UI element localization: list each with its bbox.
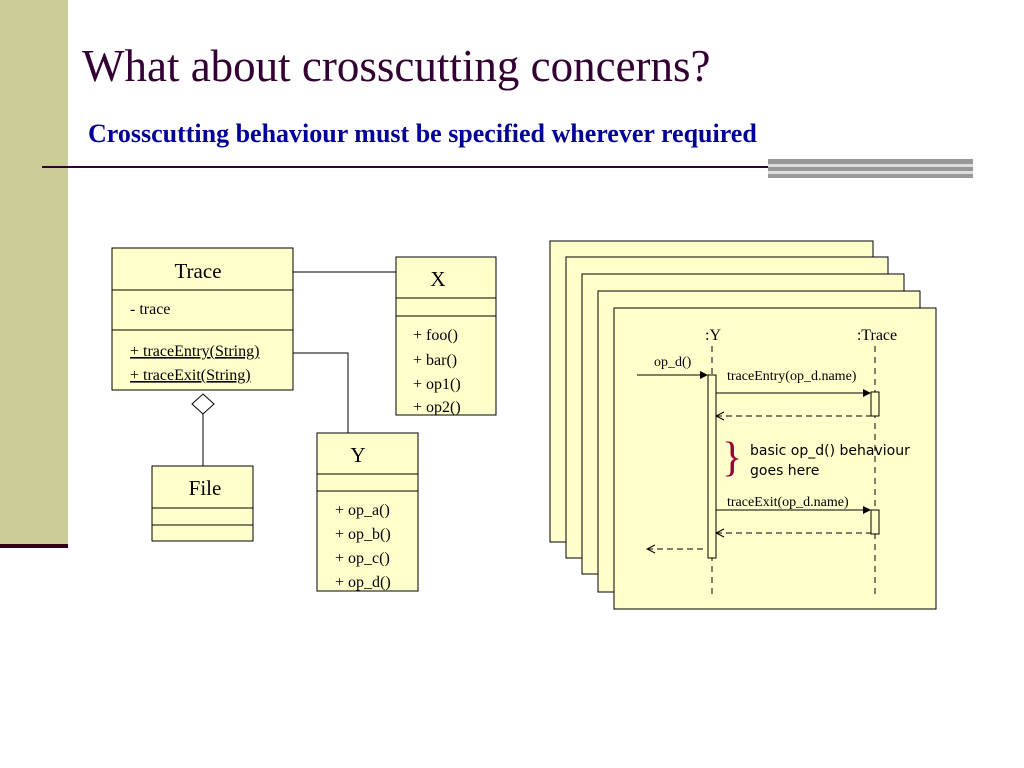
class-y-operation: + op_a() — [335, 502, 390, 519]
class-y-operation: + op_c() — [335, 550, 390, 567]
class-y: Y + op_a() + op_b() + op_c() + op_d() — [316, 432, 419, 592]
slide-subtitle: Crosscutting behaviour must be specified… — [88, 119, 757, 148]
slide-title: What about crosscutting concerns? — [82, 41, 711, 91]
lifeline-trace-label: :Trace — [857, 327, 897, 344]
activation-y — [707, 374, 717, 559]
incoming-call-label: op_d() — [654, 355, 692, 370]
class-trace: Trace - trace + traceEntry(String) + tra… — [111, 247, 294, 391]
class-file: File — [151, 465, 254, 542]
activation-trace-entry — [870, 391, 880, 417]
class-trace-operation: + traceExit(String) — [130, 367, 251, 384]
sequence-diagram: :Y :Trace op_d() traceEntry(op_d.name) }… — [637, 327, 910, 595]
class-diagram: Trace - trace + traceEntry(String) + tra… — [111, 247, 497, 592]
activation-trace-exit — [870, 509, 880, 535]
title-divider — [42, 166, 772, 168]
class-x-name: X — [430, 267, 445, 291]
class-y-operation: + op_d() — [335, 574, 391, 591]
class-x-operation: + op1() — [413, 376, 461, 393]
class-x-operation: + bar() — [413, 352, 457, 369]
sidebar-decoration — [0, 0, 68, 546]
title-divider-bar — [768, 159, 973, 178]
behaviour-note-line: goes here — [750, 463, 819, 479]
class-y-name: Y — [350, 443, 365, 467]
trace-entry-label: traceEntry(op_d.name) — [727, 369, 857, 384]
class-x-operation: + foo() — [413, 327, 458, 344]
class-x-operation: + op2() — [413, 399, 461, 416]
lifeline-y-label: :Y — [705, 327, 721, 344]
class-file-name: File — [189, 476, 222, 500]
class-trace-operation: + traceEntry(String) — [130, 343, 259, 360]
behaviour-note-line: basic op_d() behaviour — [750, 443, 910, 459]
sidebar-rule — [0, 544, 68, 548]
trace-exit-label: traceExit(op_d.name) — [727, 495, 849, 510]
aggregation-diamond-icon — [191, 393, 215, 415]
class-trace-name: Trace — [174, 259, 221, 283]
class-y-operation: + op_b() — [335, 526, 391, 543]
class-trace-attribute: - trace — [130, 301, 170, 318]
class-x: X + foo() + bar() + op1() + op2() — [395, 256, 497, 416]
brace-symbol: } — [722, 435, 742, 481]
association-trace-y — [293, 352, 349, 433]
sequence-frame-front — [613, 307, 937, 610]
sequence-frame-stack — [549, 240, 937, 610]
